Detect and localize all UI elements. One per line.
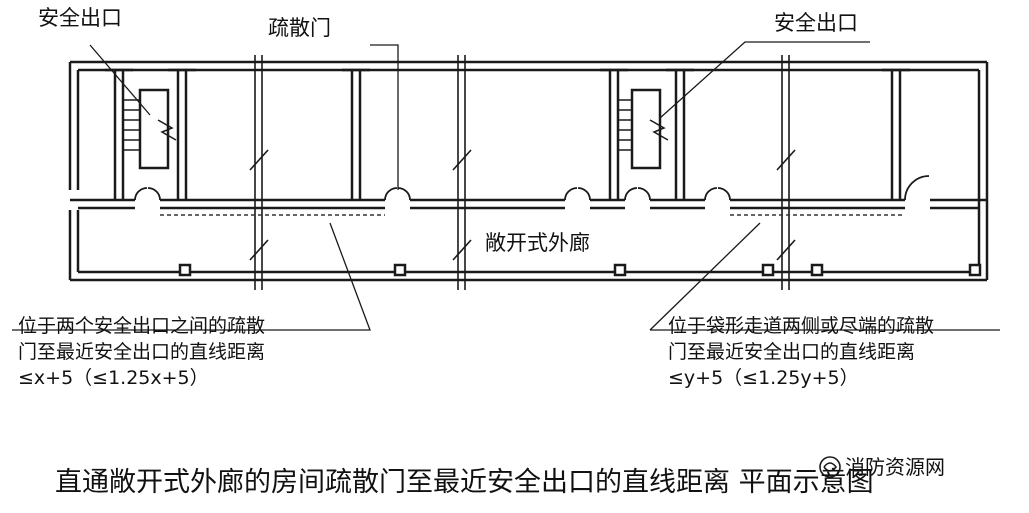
- leader-door: [370, 44, 399, 190]
- partition-5: [674, 70, 686, 200]
- door-right-mid: [704, 187, 731, 201]
- note-dead-end-line2: 门至最近安全出口的直线距离: [668, 341, 916, 363]
- label-corridor: 敞开式外廊: [485, 231, 590, 255]
- note-dead-end-line3: ≤y+5（≤1.25y+5）: [668, 367, 859, 389]
- leader-exit-left: [89, 44, 151, 116]
- stair-left: [138, 88, 170, 170]
- note-between-exits-line2: 门至最近安全出口的直线距离: [18, 341, 266, 363]
- break-line-1: [254, 55, 263, 290]
- left-wall: [68, 62, 80, 280]
- partition-6: [890, 70, 902, 200]
- right-wall: [977, 62, 989, 280]
- door-left-exit: [134, 187, 161, 201]
- label-safety-exit-right: 安全出口: [774, 11, 858, 35]
- partition-1: [113, 70, 125, 200]
- leader-exit-right: [659, 41, 870, 119]
- diagram-title: 直通敞开式外廊的房间疏散门至最近安全出口的直线距离 平面示意图: [55, 467, 874, 498]
- note-between-exits-line3: ≤x+5（≤1.25x+5）: [18, 367, 209, 389]
- partition-4: [608, 70, 620, 200]
- break-line-3: [781, 55, 790, 290]
- door-right-exit: [624, 187, 651, 201]
- watermark-text: 消防资源网: [845, 455, 945, 479]
- partition-2: [176, 70, 188, 200]
- label-safety-exit-left: 安全出口: [38, 6, 122, 30]
- partition-3: [350, 70, 362, 200]
- note-dead-end-line1: 位于袋形走道两侧或尽端的疏散: [668, 315, 935, 337]
- label-evacuation-door: 疏散门: [268, 16, 331, 40]
- leader-note-left: [12, 222, 371, 331]
- door-mid: [384, 187, 411, 201]
- stair-right: [630, 88, 662, 170]
- note-between-exits-line1: 位于两个安全出口之间的疏散: [18, 315, 266, 337]
- break-line-2: [457, 55, 466, 290]
- door-center: [564, 187, 591, 201]
- door-end: [904, 175, 930, 201]
- watermark-logo: [819, 456, 841, 478]
- leader-note-right: [649, 222, 1000, 331]
